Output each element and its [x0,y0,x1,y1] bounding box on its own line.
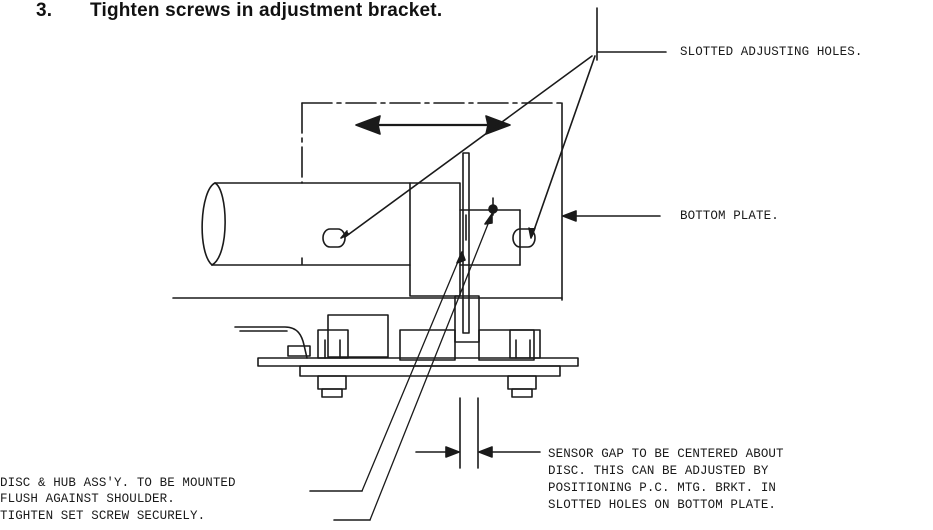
label-disc-hub-line-2: FLUSH AGAINST SHOULDER. [0,492,175,506]
label-disc-hub-line-3: TIGHTEN SET SCREW SECURELY. [0,509,206,523]
hub-block [409,182,461,297]
step-heading: 3. Tighten screws in adjustment bracket. [36,0,442,22]
adjustment-arrow [355,115,511,135]
sensor-centerlines [459,397,479,469]
sensor-mount [399,295,535,361]
step-number: 3. [36,0,53,21]
label-disc-hub-line-1: DISC & HUB ASS'Y. TO BE MOUNTED [0,476,236,490]
board-components [317,314,541,359]
shaft [201,182,411,266]
disc [462,152,470,334]
bracket-outline [301,102,563,301]
label-slotted-holes: SLOTTED ADJUSTING HOLES. [680,45,863,59]
label-bottom-plate: BOTTOM PLATE. [680,209,779,223]
leader-set-screw [333,213,493,521]
sensor-gap-arrows [415,446,541,458]
label-sensor-gap-line-4: SLOTTED HOLES ON BOTTOM PLATE. [548,498,777,512]
leader-slotted-holes [340,51,667,239]
step-text: Tighten screws in adjustment bracket. [90,0,443,21]
leader-disc-hub [309,251,466,492]
label-sensor-gap-line-1: SENSOR GAP TO BE CENTERED ABOUT [548,447,784,461]
label-sensor-gap-line-3: POSITIONING P.C. MTG. BRKT. IN [548,481,777,495]
leader-bottom-plate [562,210,661,222]
mount-screws [317,375,537,398]
lead-wire [234,326,311,359]
label-sensor-gap-line-2: DISC. THIS CAN BE ADJUSTED BY [548,464,769,478]
set-screw [488,197,498,216]
slotted-hole-left [322,228,346,248]
